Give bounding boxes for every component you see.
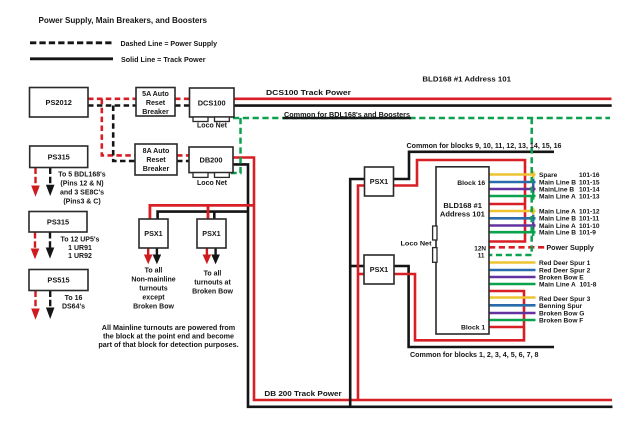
svg-text:(Pins3 & C): (Pins3 & C) [63,198,100,205]
svg-text:Block 1: Block 1 [461,325,485,332]
svg-text:101-16: 101-16 [579,172,600,179]
svg-text:Loco Net: Loco Net [401,240,433,247]
svg-text:PSX1: PSX1 [370,177,388,186]
svg-text:PSX1: PSX1 [144,229,162,238]
svg-text:Non-mainline: Non-mainline [131,276,175,283]
svg-text:1 UR91: 1 UR91 [68,245,92,252]
svg-text:PS515: PS515 [47,276,69,285]
svg-text:the block at the point end and: the block at the point end and become [103,332,234,341]
svg-text:Main Line B: Main Line B [539,230,576,237]
svg-text:Main Line A: Main Line A [539,223,576,230]
svg-text:Block 16: Block 16 [457,180,485,187]
svg-text:Address 101: Address 101 [440,209,485,218]
svg-text:To all: To all [145,267,163,274]
svg-text:Reset: Reset [146,99,166,107]
svg-text:All Mainline turnouts are powe: All Mainline turnouts are powered from [102,323,235,332]
svg-text:Reset: Reset [146,156,166,164]
svg-text:Breaker: Breaker [142,108,169,116]
svg-text:To 12 UP5's: To 12 UP5's [61,237,100,244]
svg-text:part of that block for detecti: part of that block for detection purpose… [98,340,238,349]
svg-text:Red Deer Spur 1: Red Deer Spur 1 [539,260,591,267]
svg-text:101-11: 101-11 [579,216,600,223]
svg-text:Dashed Line = Power Supply: Dashed Line = Power Supply [121,39,218,48]
svg-text:Main Line A: Main Line A [539,281,576,288]
svg-text:PS2012: PS2012 [46,98,72,107]
svg-text:Broken Bow: Broken Bow [133,304,174,311]
svg-text:Main Line A: Main Line A [539,208,576,215]
svg-text:PS315: PS315 [48,152,70,161]
svg-text:Main Line A: Main Line A [539,193,576,200]
svg-text:To 5 BDL168's: To 5 BDL168's [58,172,106,179]
svg-text:Broken Bow F: Broken Bow F [539,317,583,324]
svg-text:Red Deer Spur 3: Red Deer Spur 3 [539,296,591,303]
svg-text:101-15: 101-15 [579,179,600,186]
svg-text:8A Auto: 8A Auto [143,147,170,155]
svg-text:Benning Spur: Benning Spur [539,303,583,310]
svg-text:Broken Bow E: Broken Bow E [539,274,584,281]
svg-text:PSX1: PSX1 [202,229,220,238]
svg-text:DCS100 Track Power: DCS100 Track Power [266,88,351,97]
svg-text:Power Supply: Power Supply [546,245,594,252]
svg-text:Broken Bow G: Broken Bow G [539,310,584,317]
svg-text:Solid Line = Track Power: Solid Line = Track Power [121,55,206,64]
svg-text:PS315: PS315 [47,217,69,226]
svg-text:12N: 12N [474,245,486,252]
svg-text:Spare: Spare [539,172,558,179]
svg-text:101-14: 101-14 [579,186,600,193]
svg-text:BLD168 #1: BLD168 #1 [443,201,482,210]
svg-text:11: 11 [478,252,485,259]
svg-text:turnouts at: turnouts at [194,279,231,286]
svg-text:DB200: DB200 [199,156,222,165]
svg-text:Loco Net: Loco Net [197,123,228,130]
svg-text:PSX1: PSX1 [370,265,388,274]
svg-text:DB 200 Track Power: DB 200 Track Power [264,389,342,398]
svg-text:DS64's: DS64's [62,303,85,310]
svg-text:To all: To all [204,270,222,277]
svg-text:Common for BDL168's and Booste: Common for BDL168's and Boosters [284,112,410,119]
svg-text:BLD168 #1 Address 101: BLD168 #1 Address 101 [422,74,511,83]
svg-text:Power Supply, Main Breakers, a: Power Supply, Main Breakers, and Booster… [39,15,208,25]
svg-text:except: except [142,294,165,301]
svg-text:1 UR92: 1 UR92 [68,253,92,260]
svg-text:Red Deer Spur 2: Red Deer Spur 2 [539,267,591,274]
svg-text:turnouts: turnouts [139,285,167,292]
svg-text:101-12: 101-12 [579,208,600,215]
svg-text:MainLine B: MainLine B [539,186,574,193]
svg-text:To 16: To 16 [65,295,83,302]
svg-text:DCS100: DCS100 [198,98,226,107]
svg-text:101-9: 101-9 [579,230,596,237]
svg-text:101-10: 101-10 [579,223,600,230]
svg-text:Common for blocks 9, 10, 11, 1: Common for blocks 9, 10, 11, 12, 13, 14,… [407,141,562,150]
svg-text:Breaker: Breaker [143,165,170,173]
svg-text:5A Auto: 5A Auto [142,90,169,98]
svg-text:Main Line B: Main Line B [539,179,576,186]
svg-text:101-13: 101-13 [579,193,600,200]
svg-text:101-8: 101-8 [580,282,597,289]
svg-text:Broken Bow: Broken Bow [192,288,233,295]
svg-text:Common for blocks 1, 2, 3, 4,: Common for blocks 1, 2, 3, 4, 5, 6, 7, 8 [410,350,539,359]
svg-text:(Pins 12 & N): (Pins 12 & N) [60,180,103,187]
svg-text:Loco Net: Loco Net [197,180,228,187]
svg-text:Main Line B: Main Line B [539,216,576,223]
svg-text:and 3 SE8C's: and 3 SE8C's [60,189,104,196]
